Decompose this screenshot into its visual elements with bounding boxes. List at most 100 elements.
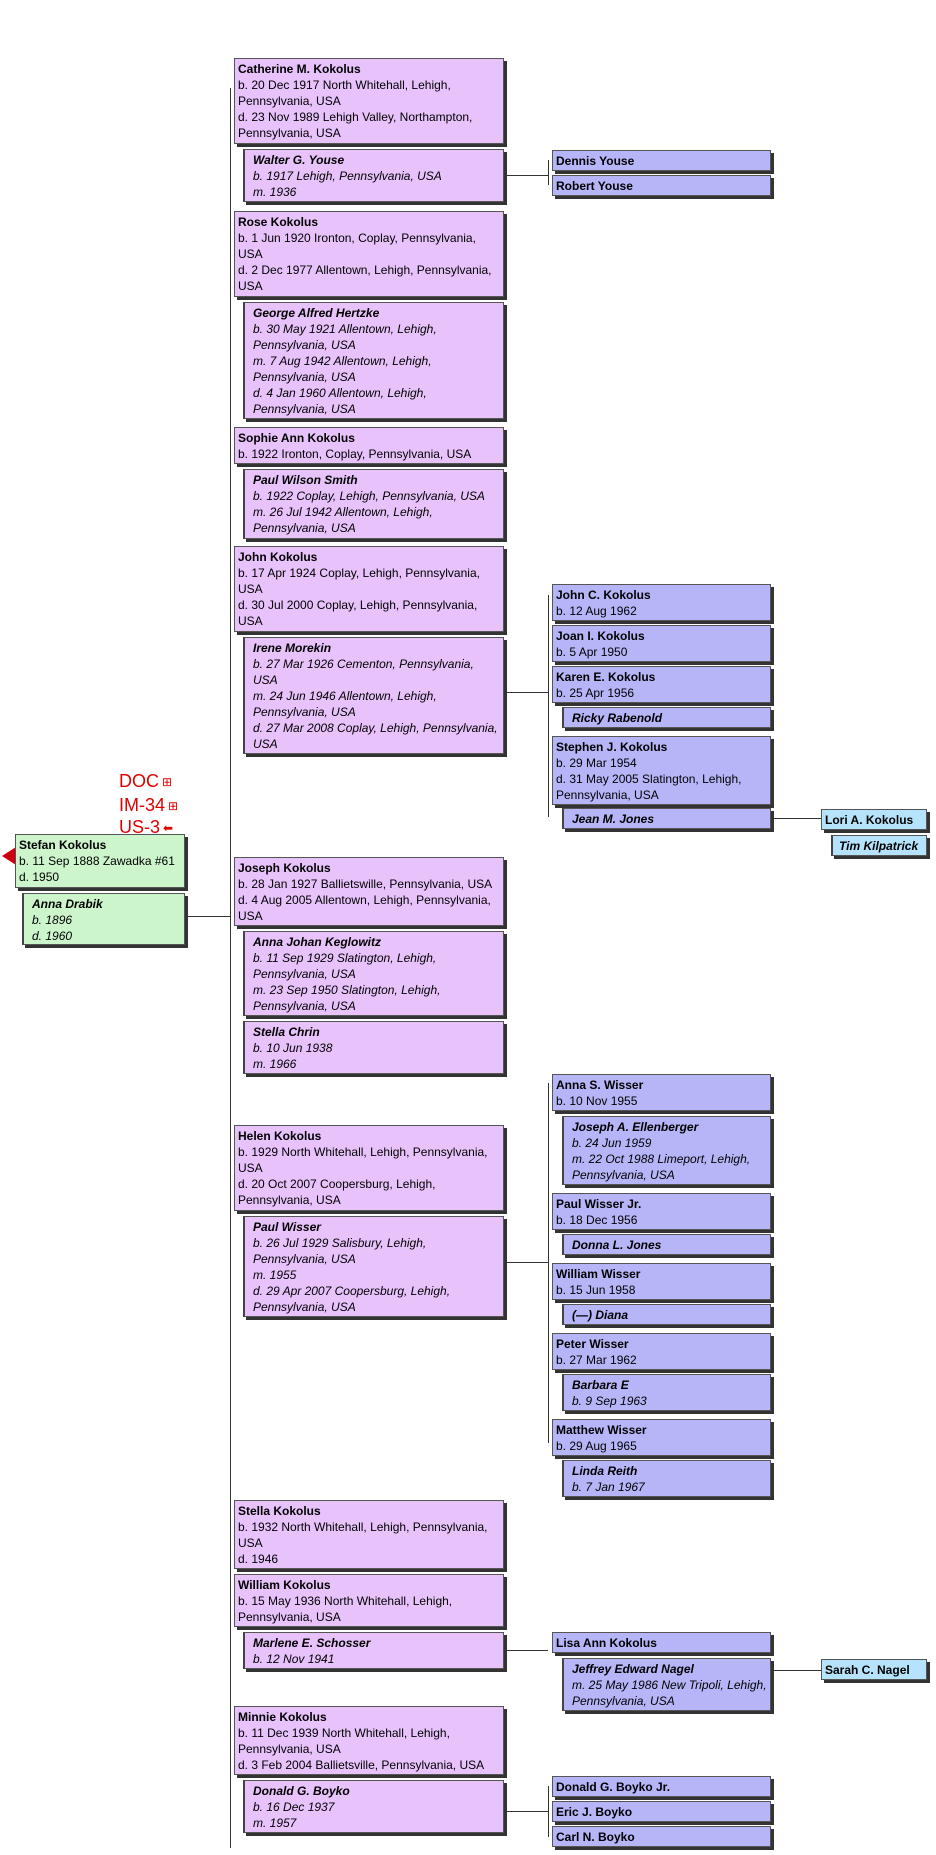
person-name: Stefan Kokolus xyxy=(19,838,107,852)
person-box[interactable]: Stefan Kokolus b. 11 Sep 1888 Zawadka #6… xyxy=(15,834,185,888)
spouse-box[interactable]: Walter G. Youse b. 1917 Lehigh, Pennsylv… xyxy=(243,149,504,202)
person-name: Eric J. Boyko xyxy=(556,1805,633,1819)
person-box[interactable]: Lori A. Kokolus xyxy=(821,809,927,830)
connector xyxy=(771,1670,821,1671)
person-box[interactable]: William Wisser b. 15 Jun 1958 xyxy=(552,1263,771,1300)
person-box[interactable]: Carl N. Boyko xyxy=(552,1826,771,1847)
spouse-detail: b. 16 Dec 1937 xyxy=(253,1800,335,1814)
person-name: Carl N. Boyko xyxy=(556,1830,635,1844)
spouse-name: Joseph A. Ellenberger xyxy=(572,1120,699,1134)
person-box[interactable]: Stella Kokolus b. 1932 North Whitehall, … xyxy=(234,1500,504,1569)
person-name: Sophie Ann Kokolus xyxy=(238,431,355,445)
connector xyxy=(548,595,549,817)
person-name: Lisa Ann Kokolus xyxy=(556,1636,657,1650)
person-box[interactable]: Karen E. Kokolus b. 25 Apr 1956 xyxy=(552,666,771,703)
person-detail: USA xyxy=(238,614,263,628)
person-detail: d. 20 Oct 2007 Coopersburg, Lehigh, xyxy=(238,1177,436,1191)
person-box[interactable]: William Kokolus b. 15 May 1936 North Whi… xyxy=(234,1574,504,1627)
spouse-name: Stella Chrin xyxy=(253,1025,320,1039)
indicator-us3[interactable]: US-3⬅ xyxy=(119,817,173,838)
person-box[interactable]: Donald G. Boyko Jr. xyxy=(552,1776,771,1797)
spouse-detail: m. 22 Oct 1988 Limeport, Lehigh, xyxy=(572,1152,751,1166)
spouse-box[interactable]: Marlene E. Schosser b. 12 Nov 1941 xyxy=(243,1632,504,1669)
spouse-box[interactable]: Barbara E b. 9 Sep 1963 xyxy=(562,1374,771,1411)
indicator-im34[interactable]: IM-34⊞ xyxy=(119,795,178,816)
person-detail: b. 11 Sep 1888 Zawadka #61 xyxy=(19,854,175,868)
spouse-box[interactable]: Linda Reith b. 7 Jan 1967 xyxy=(562,1460,771,1497)
person-box[interactable]: Minnie Kokolus b. 11 Dec 1939 North Whit… xyxy=(234,1706,504,1775)
connector xyxy=(504,692,548,693)
person-box[interactable]: John C. Kokolus b. 12 Aug 1962 xyxy=(552,584,771,621)
spouse-detail: d. 4 Jan 1960 Allentown, Lehigh, xyxy=(253,386,427,400)
person-box[interactable]: Sarah C. Nagel xyxy=(821,1659,927,1680)
spouse-detail: b. 11 Sep 1929 Slatington, Lehigh, xyxy=(253,951,437,965)
person-detail: b. 1 Jun 1920 Ironton, Coplay, Pennsylva… xyxy=(238,231,476,245)
person-name: Matthew Wisser xyxy=(556,1423,647,1437)
person-box[interactable]: Dennis Youse xyxy=(552,150,771,171)
person-box[interactable]: Robert Youse xyxy=(552,175,771,196)
spouse-name: Paul Wisser xyxy=(253,1220,321,1234)
person-detail: b. 5 Apr 1950 xyxy=(556,645,628,659)
spouse-box[interactable]: Stella Chrin b. 10 Jun 1938 m. 1966 xyxy=(243,1021,504,1074)
person-box[interactable]: Eric J. Boyko xyxy=(552,1801,771,1822)
person-name: Joseph Kokolus xyxy=(238,861,331,875)
person-box[interactable]: Stephen J. Kokolus b. 29 Mar 1954 d. 31 … xyxy=(552,736,771,805)
spouse-box[interactable]: Jeffrey Edward Nagel m. 25 May 1986 New … xyxy=(562,1658,771,1711)
indicator-doc[interactable]: DOC⊞ xyxy=(119,771,172,792)
spouse-box[interactable]: George Alfred Hertzke b. 30 May 1921 All… xyxy=(243,302,504,419)
spouse-detail: m. 24 Jun 1946 Allentown, Lehigh, xyxy=(253,689,437,703)
spouse-box[interactable]: Paul Wisser b. 26 Jul 1929 Salisbury, Le… xyxy=(243,1216,504,1317)
spouse-name: Anna Drabik xyxy=(32,897,103,911)
person-detail: USA xyxy=(238,1536,263,1550)
person-box[interactable]: Matthew Wisser b. 29 Aug 1965 xyxy=(552,1419,771,1456)
person-detail: d. 30 Jul 2000 Coplay, Lehigh, Pennsylva… xyxy=(238,598,478,612)
navigate-left-icon[interactable] xyxy=(2,847,16,865)
person-box[interactable]: Catherine M. Kokolus b. 20 Dec 1917 Nort… xyxy=(234,58,504,144)
spouse-detail: m. 1936 xyxy=(253,185,297,199)
person-detail: d. 2 Dec 1977 Allentown, Lehigh, Pennsyl… xyxy=(238,263,492,277)
spouse-box[interactable]: (—) Diana xyxy=(562,1304,771,1325)
spouse-box[interactable]: Donald G. Boyko b. 16 Dec 1937 m. 1957 xyxy=(243,1780,504,1833)
person-name: Paul Wisser Jr. xyxy=(556,1197,642,1211)
person-box[interactable]: Rose Kokolus b. 1 Jun 1920 Ironton, Copl… xyxy=(234,211,504,297)
spouse-detail: Pennsylvania, USA xyxy=(253,1252,356,1266)
spouse-detail: Pennsylvania, USA xyxy=(253,370,356,384)
spouse-box[interactable]: Joseph A. Ellenberger b. 24 Jun 1959 m. … xyxy=(562,1116,771,1185)
spouse-detail: Pennsylvania, USA xyxy=(253,999,356,1013)
person-box[interactable]: Peter Wisser b. 27 Mar 1962 xyxy=(552,1333,771,1370)
spouse-box[interactable]: Anna Drabik b. 1896 d. 1960 xyxy=(22,893,185,945)
person-detail: b. 1929 North Whitehall, Lehigh, Pennsyl… xyxy=(238,1145,488,1159)
spouse-name: Linda Reith xyxy=(572,1464,638,1478)
person-box[interactable]: Joan I. Kokolus b. 5 Apr 1950 xyxy=(552,625,771,662)
spouse-box[interactable]: Paul Wilson Smith b. 1922 Coplay, Lehigh… xyxy=(243,469,504,539)
person-name: Minnie Kokolus xyxy=(238,1710,327,1724)
spouse-box[interactable]: Irene Morekin b. 27 Mar 1926 Cementon, P… xyxy=(243,637,504,754)
person-box[interactable]: Anna S. Wisser b. 10 Nov 1955 xyxy=(552,1074,771,1111)
person-name: Donald G. Boyko Jr. xyxy=(556,1780,671,1794)
spouse-box[interactable]: Donna L. Jones xyxy=(562,1234,771,1255)
person-box[interactable]: Joseph Kokolus b. 28 Jan 1927 Ballietswi… xyxy=(234,857,504,926)
person-name: William Wisser xyxy=(556,1267,641,1281)
spouse-name: (—) Diana xyxy=(572,1308,629,1322)
person-detail: USA xyxy=(238,279,263,293)
person-detail: b. 11 Dec 1939 North Whitehall, Lehigh, xyxy=(238,1726,450,1740)
spouse-detail: b. 26 Jul 1929 Salisbury, Lehigh, xyxy=(253,1236,427,1250)
connector xyxy=(230,88,231,1848)
person-name: Catherine M. Kokolus xyxy=(238,62,361,76)
person-box[interactable]: Sophie Ann Kokolus b. 1922 Ironton, Copl… xyxy=(234,427,504,464)
connector xyxy=(548,1786,549,1837)
spouse-detail: b. 1922 Coplay, Lehigh, Pennsylvania, US… xyxy=(253,489,485,503)
person-box[interactable]: Paul Wisser Jr. b. 18 Dec 1956 xyxy=(552,1193,771,1230)
spouse-detail: Pennsylvania, USA xyxy=(253,1300,356,1314)
person-box[interactable]: Helen Kokolus b. 1929 North Whitehall, L… xyxy=(234,1125,504,1211)
spouse-name: Ricky Rabenold xyxy=(572,711,663,725)
person-name: Joan I. Kokolus xyxy=(556,629,645,643)
spouse-box[interactable]: Jean M. Jones xyxy=(562,808,771,829)
spouse-box[interactable]: Tim Kilpatrick xyxy=(831,835,927,856)
person-box[interactable]: Lisa Ann Kokolus xyxy=(552,1632,771,1653)
person-detail: d. 3 Feb 2004 Ballietsville, Pennsylvani… xyxy=(238,1758,485,1772)
table-icon: ⊞ xyxy=(168,799,179,814)
person-box[interactable]: John Kokolus b. 17 Apr 1924 Coplay, Lehi… xyxy=(234,546,504,632)
spouse-box[interactable]: Anna Johan Keglowitz b. 11 Sep 1929 Slat… xyxy=(243,931,504,1016)
spouse-box[interactable]: Ricky Rabenold xyxy=(562,707,771,728)
